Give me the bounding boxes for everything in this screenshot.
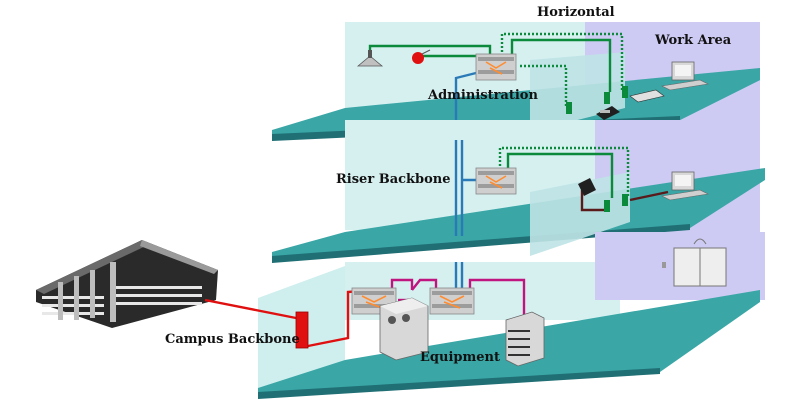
phone-icon (578, 178, 596, 196)
elevator-icon (662, 238, 727, 287)
server-icon (379, 297, 429, 361)
building-icon (36, 240, 218, 328)
administration-label: Administration (428, 88, 538, 103)
wall-outlet-icon (295, 86, 628, 349)
riser-backbone-label: Riser Backbone (336, 172, 451, 187)
campus-backbone-label: Campus Backbone (165, 332, 300, 347)
patch-panel-icon (351, 53, 517, 315)
horizontal-cable-middle (498, 146, 630, 196)
phone-icon (596, 106, 620, 120)
lamp-icon (356, 50, 384, 67)
terminal-icon (629, 89, 665, 103)
server-icon (505, 311, 545, 367)
equipment-cable (390, 278, 414, 290)
horizontal-label: Horizontal (537, 5, 615, 20)
middle-floor-slab (272, 168, 765, 262)
computer-icon (661, 171, 709, 201)
riser-backbone-cable (454, 70, 481, 120)
work-area-label: Work Area (655, 33, 732, 48)
middle-partition (530, 172, 630, 256)
computer-icon (661, 61, 709, 91)
equipment-label: Equipment (420, 350, 500, 365)
campus-backbone-cable (204, 298, 297, 320)
cables (204, 32, 669, 348)
bell-icon (412, 49, 431, 64)
